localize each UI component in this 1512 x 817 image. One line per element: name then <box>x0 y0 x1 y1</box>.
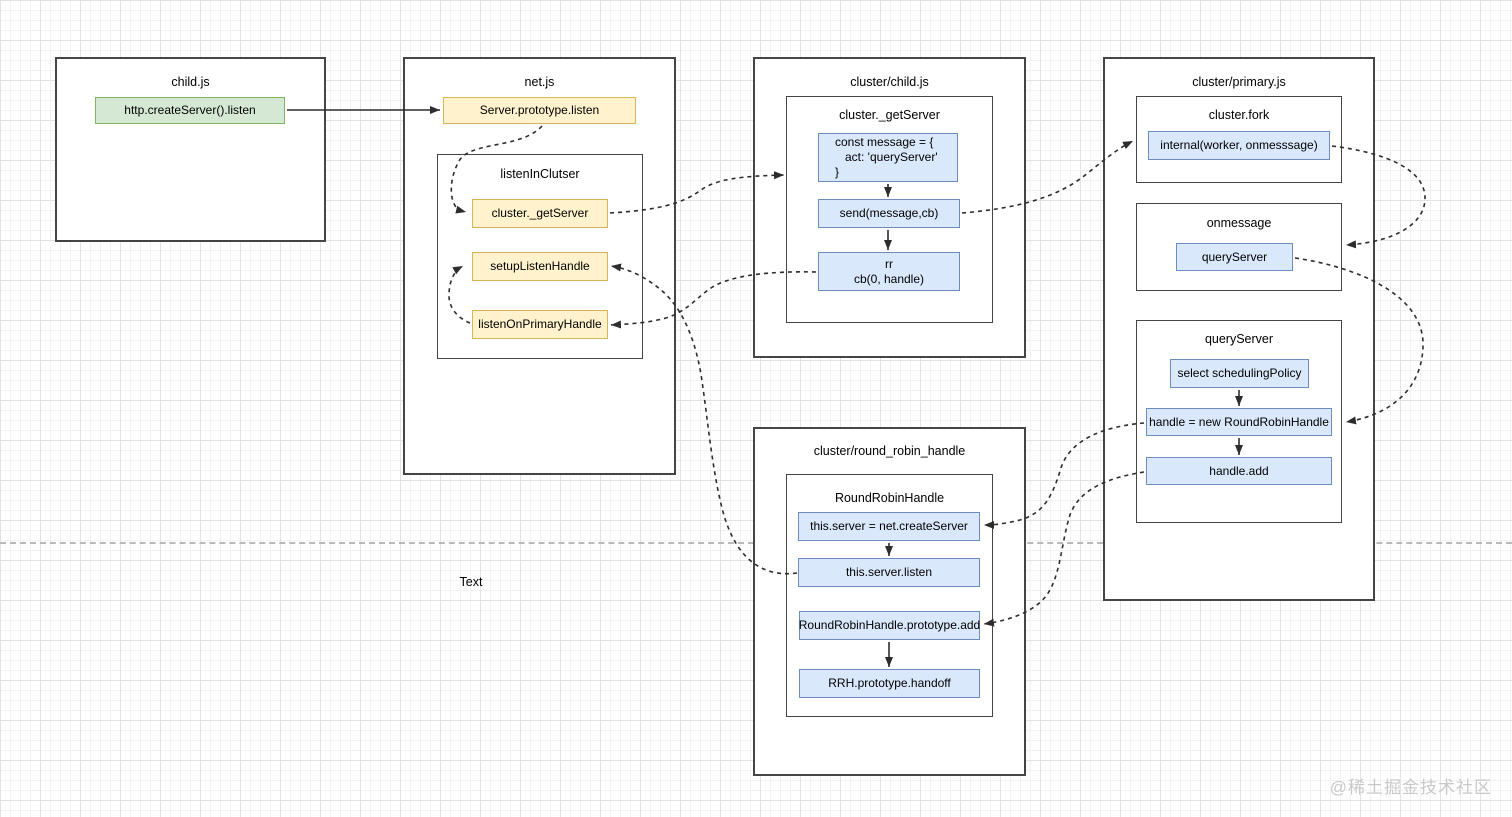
node-handle-add: handle.add <box>1146 457 1332 485</box>
group-title-child-js: child.js <box>171 75 210 89</box>
group-title-round-robin-handle: cluster/round_robin_handle <box>813 444 966 458</box>
group-title-net-js: net.js <box>524 75 555 89</box>
node-this-server-listen: this.server.listen <box>798 558 980 587</box>
container-title-onmessage: onmessage <box>1206 216 1272 230</box>
text-label: Text <box>459 575 483 589</box>
node-rrh-prototype-handoff: RRH.prototype.handoff <box>799 669 980 698</box>
code-line-1: const message = { <box>835 135 934 149</box>
container-title-round-robin-handle: RoundRobinHandle <box>834 491 945 505</box>
node-query-server: queryServer <box>1176 243 1293 271</box>
node-const-message-block: const message = { act: 'queryServer' } <box>818 133 958 182</box>
watermark: @稀土掘金技术社区 <box>1329 778 1492 797</box>
node-internal-worker-onmessage: internal(worker, onmesssage) <box>1148 131 1330 160</box>
node-handle-new-round-robin-handle: handle = new RoundRobinHandle <box>1146 408 1332 436</box>
rr-line-1: rr <box>885 256 893 271</box>
node-round-robin-handle-prototype-add: RoundRobinHandle.prototype.add <box>799 611 980 640</box>
node-cluster-get-server-net: cluster._getServer <box>472 199 608 228</box>
node-listen-on-primary-handle: listenOnPrimaryHandle <box>472 310 608 339</box>
node-setup-listen-handle: setupListenHandle <box>472 252 608 281</box>
rr-line-2: cb(0, handle) <box>853 271 925 286</box>
group-title-cluster-child-js: cluster/child.js <box>850 75 929 89</box>
container-title-listen-in-clutser: listenInClutser <box>500 167 580 181</box>
container-title-query-server: queryServer <box>1204 332 1274 346</box>
node-this-server-net-create-server: this.server = net.createServer <box>798 512 980 541</box>
node-rr-cb-handle: rr cb(0, handle) <box>818 252 960 291</box>
node-server-prototype-listen: Server.prototype.listen <box>443 97 636 124</box>
group-child-js <box>55 57 326 242</box>
code-line-3: } <box>835 165 840 179</box>
code-line-2: act: 'queryServer' <box>845 150 938 164</box>
node-select-scheduling-policy: select schedulingPolicy <box>1170 359 1309 388</box>
container-title-cluster-fork: cluster.fork <box>1208 108 1270 122</box>
node-send-message-cb: send(message,cb) <box>818 199 960 228</box>
group-title-cluster-primary-js: cluster/primary.js <box>1192 75 1286 89</box>
container-title-cluster-get-server: cluster._getServer <box>839 108 940 122</box>
node-http-create-server-listen: http.createServer().listen <box>95 97 285 124</box>
